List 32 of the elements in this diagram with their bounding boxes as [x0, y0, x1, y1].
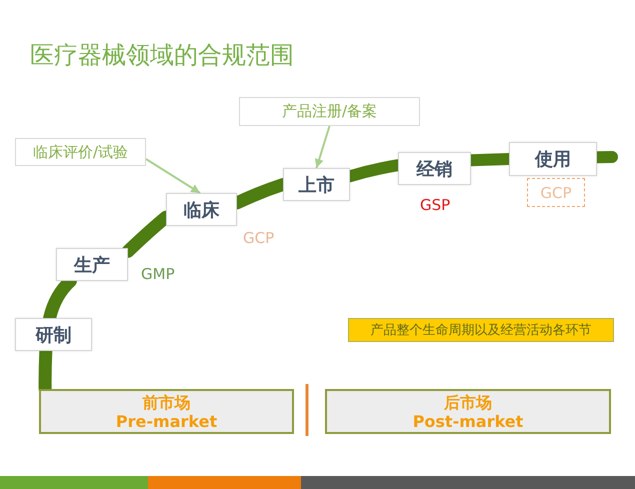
- stage-box: [166, 193, 237, 226]
- stage-label: 使用: [535, 148, 571, 171]
- arrow: [314, 126, 330, 168]
- callout-text: 产品注册/备案: [282, 102, 378, 121]
- market-name: Pre-market: [116, 412, 218, 430]
- market-name: 前市场: [142, 392, 190, 412]
- standard-label: GSP: [420, 196, 450, 214]
- market-name: Post-market: [412, 412, 524, 430]
- callout-text: 临床评价/试验: [32, 142, 128, 162]
- stage-box: [15, 318, 92, 351]
- arrow: [145, 158, 201, 194]
- note-text: 产品整个生命周期以及经营活动各环节: [370, 322, 592, 339]
- standard-label: GMP: [141, 265, 175, 283]
- stage-box: [509, 142, 597, 176]
- stage-label: 生产: [74, 254, 110, 276]
- standard-label: GCP: [243, 229, 274, 247]
- market-box: [39, 389, 294, 434]
- stage-box: [398, 152, 471, 185]
- standard-box: [527, 178, 585, 207]
- stage-box: [56, 248, 128, 281]
- stage-label: 临床: [184, 198, 220, 222]
- stage-box: [283, 168, 350, 201]
- stage-label: 经销: [416, 158, 452, 180]
- standard-label: GCP: [540, 184, 572, 202]
- stage-label: 研制: [36, 324, 72, 346]
- note-box: [348, 318, 614, 342]
- stage-label: 上市: [298, 174, 334, 196]
- callout-box: [239, 97, 420, 126]
- market-name: 后市场: [444, 392, 492, 412]
- callout-box: [15, 138, 146, 166]
- title: 医疗器械领域的合规范围: [30, 40, 294, 71]
- market-box: [325, 389, 611, 434]
